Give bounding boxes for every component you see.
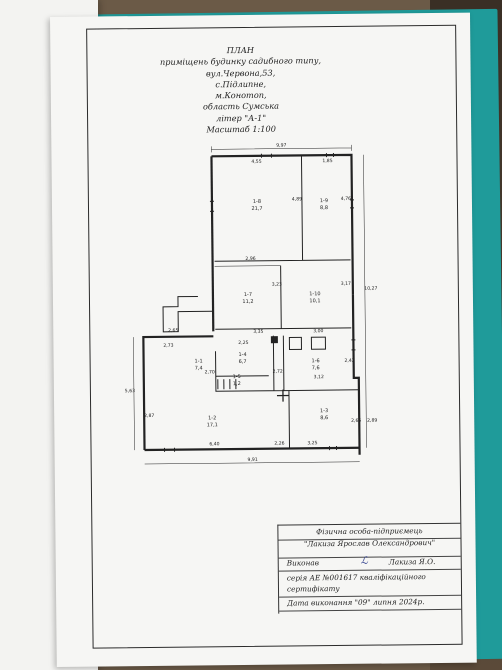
porch-outline [162,295,214,333]
room-area: 8,6 [320,415,328,421]
room-label: 1-2 [208,415,216,421]
wall-interior [143,155,359,451]
wall-top [211,153,355,295]
dim-top-right: 1,85 [322,158,332,164]
room-label: 1-3 [320,408,328,414]
dim-w335: 3,35 [253,329,263,335]
window-marks [164,153,356,452]
wall-bottom [144,446,360,452]
room-area: 21,7 [251,206,262,212]
dim-w273: 2,73 [163,343,173,349]
dim-w225: 2,25 [238,340,248,346]
sink [310,336,326,350]
stamp-date-row: Дата виконання "09" липня 2024р. [279,596,462,612]
dim-w226: 2,26 [274,441,284,447]
room-label: 1-5 [233,374,241,380]
signature: ℒ [360,555,368,567]
stove [288,336,302,351]
dim-h272: 2,72 [273,369,283,375]
floor-plan: 9,97 4,55 1,85 4,89 4,76 2,96 3,23 3,17 … [125,143,378,465]
wall-right [351,294,361,455]
stamp-cert-line2: сертифікату [286,583,340,594]
dim-r19-h: 4,76 [341,196,351,202]
dim-mid-width: 2,96 [245,256,255,262]
room-area: 17,1 [207,422,218,428]
stamp-executor-name: Лакиза Я.О. [388,556,436,567]
room-area: 11,2 [242,299,253,305]
dim-h242: 2,42 [344,358,354,364]
dim-w300: 3,00 [313,328,323,334]
dim-h265: 2,65 [351,418,361,424]
title-block: Фізична особа-підприємець "Лакиза Яросла… [277,522,462,614]
stamp-executor-row: Виконав Лакиза Я.О. ℒ [278,555,461,572]
stamp-executor-label: Виконав [286,558,319,568]
dim-h270: 2,70 [205,369,215,375]
room-area: 7,6 [312,365,320,371]
dim-w312: 3,12 [314,374,324,380]
room-label: 1-1 [194,358,202,364]
room-label: 1-4 [238,352,246,358]
room-area: 1,2 [233,381,241,387]
room-area: 8,8 [320,205,328,211]
dimension-lines [133,144,367,465]
dim-w640: 6,40 [209,441,219,447]
room-label: 1-10 [309,291,320,297]
fixture [270,336,278,344]
dim-r110-h: 3,17 [341,281,351,287]
dim-right-side: 10,27 [364,286,377,292]
room-label: 1-6 [312,358,320,364]
dim-bottom-total: 9,91 [248,457,258,463]
dim-top-total: 9,97 [276,143,286,149]
dim-h287: 2,87 [144,413,154,419]
dim-top-left: 4,55 [251,159,261,165]
dim-w325: 3,25 [307,440,317,446]
room-area: 6,7 [239,359,247,365]
stamp-org-name: "Лакиза Ярослав Олександрович" [278,537,461,559]
wall-left-top [210,156,215,332]
plan-sheet: ПЛАН приміщень будинку садибного типу, в… [50,12,477,667]
stair-lines [217,379,237,390]
room-area: 7,4 [195,365,203,371]
room-label: 1-9 [320,198,328,204]
wall-left-bottom [142,335,214,451]
dim-h289: 2,89 [367,418,377,424]
dim-r17-h: 3,23 [272,282,282,288]
room-area: 10,1 [309,298,320,304]
dim-r18-h: 4,89 [292,196,302,202]
dim-w355: 2,65 [168,328,178,334]
cross-mark [276,389,289,402]
room-label: 1-8 [253,199,261,205]
stamp-cert-row: серія АЕ №001617 кваліфікаційного сертиф… [278,570,462,598]
dim-left-side: 5,63 [125,388,135,394]
plan-title: ПЛАН приміщень будинку садибного типу, в… [120,44,361,137]
room-label: 1-7 [244,292,252,298]
